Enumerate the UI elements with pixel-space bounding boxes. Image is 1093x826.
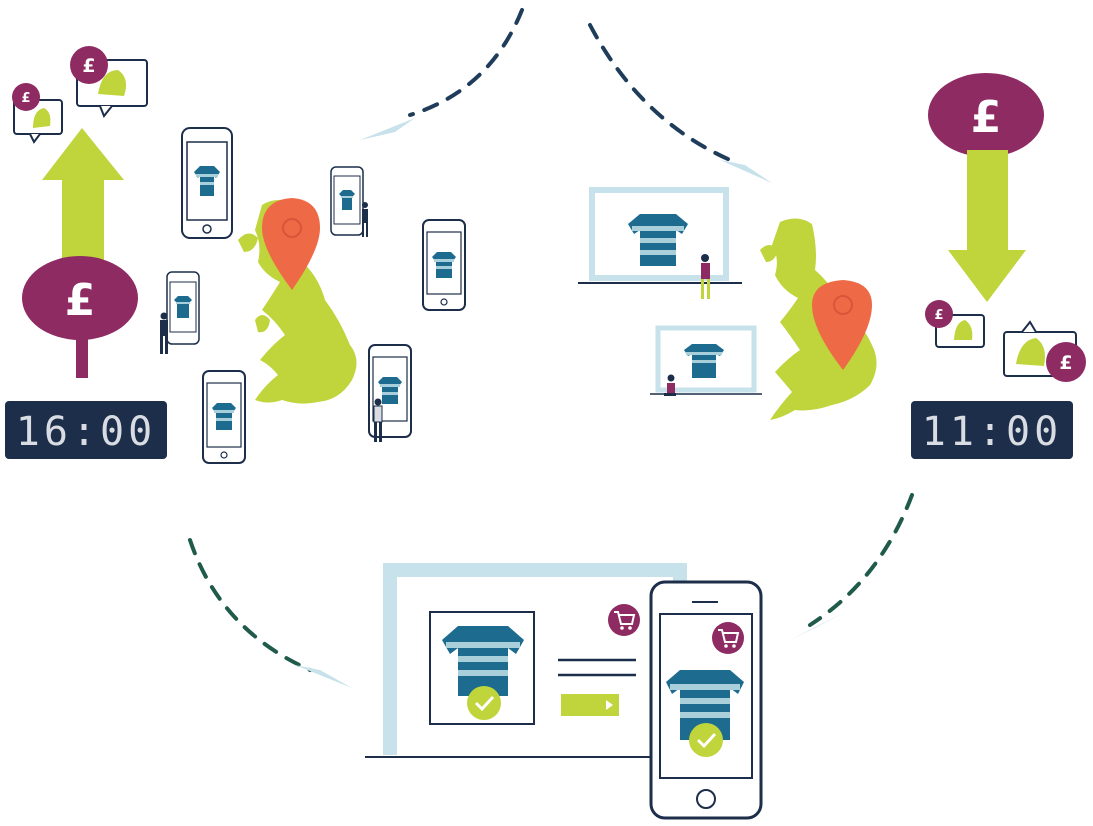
- price-down-arrow: [948, 150, 1026, 302]
- person-figure: [373, 398, 383, 442]
- phone-ad: [202, 370, 246, 464]
- person-figure: [701, 254, 710, 299]
- bell-icon: [954, 320, 973, 340]
- paper-plane-icon: [295, 665, 352, 688]
- shopping-cart-icon: [608, 604, 640, 636]
- bell-icon: [98, 70, 126, 96]
- checkout-phone: [649, 580, 763, 820]
- person-figure: [160, 312, 168, 354]
- flow-arrow-bottom-left: [188, 538, 312, 672]
- buy-button: [561, 694, 619, 716]
- shirt-icon: [339, 190, 355, 210]
- shirt-icon: [684, 344, 724, 378]
- shirt-icon: [432, 252, 456, 278]
- notification-bubble-small: £: [12, 83, 63, 144]
- phone-ad: [181, 127, 233, 239]
- shopping-cart-icon: [712, 622, 744, 654]
- person-figure: [664, 374, 676, 396]
- pound-badge-label: £: [1059, 352, 1072, 374]
- person-figure: [362, 202, 368, 237]
- left-scene: £ £ £ 16:00: [5, 46, 466, 464]
- checkmark-icon: [467, 686, 501, 720]
- flow-arrow-bottom-right: [808, 493, 914, 627]
- right-scene: £ £ £ 11:00: [578, 73, 1086, 459]
- pound-badge-label: £: [934, 308, 943, 323]
- shirt-icon: [628, 214, 688, 266]
- location-pin-icon: [812, 280, 872, 370]
- shirt-icon: [194, 166, 220, 196]
- shirt-icon: [212, 403, 236, 430]
- shirt-icon: [174, 296, 192, 318]
- laptop-ad: [578, 187, 742, 299]
- clock-time: 16:00: [16, 409, 156, 455]
- bell-icon: [33, 108, 51, 128]
- flow-arrows: [188, 8, 914, 672]
- bell-icon: [1016, 338, 1045, 366]
- digital-clock: 16:00: [5, 401, 167, 459]
- play-icon: [606, 700, 613, 710]
- flow-arrow-top-right: [588, 23, 732, 162]
- notification-bubble-large: £: [70, 46, 148, 118]
- digital-clock: 11:00: [911, 401, 1073, 459]
- pound-badge-label: £: [82, 55, 95, 77]
- pound-badge: [12, 83, 40, 111]
- paper-plane-icons: [295, 118, 845, 688]
- price-pin-symbol: £: [971, 92, 1002, 143]
- phone-ad: [330, 166, 368, 237]
- paper-plane-icon: [790, 612, 845, 640]
- notification-bubble-large: £: [1003, 320, 1086, 382]
- shirt-icon: [378, 377, 402, 404]
- clock-time: 11:00: [922, 409, 1062, 455]
- pound-badge: [1046, 342, 1086, 382]
- checkmark-icon: [689, 723, 723, 757]
- notification-bubble-small: £: [925, 300, 985, 348]
- phone-ad: [368, 344, 412, 442]
- pound-badge-label: £: [21, 91, 30, 106]
- phone-ad: [160, 271, 200, 354]
- home-button: [696, 789, 716, 809]
- price-pin: £: [22, 256, 138, 378]
- paper-plane-icon: [720, 160, 772, 183]
- pound-badge: [70, 46, 108, 84]
- shirt-icon: [666, 670, 744, 740]
- flow-arrow-top-left: [408, 8, 524, 117]
- checkout-scene: [365, 563, 763, 820]
- location-pin-icon: [262, 198, 320, 290]
- price-pin-symbol: £: [65, 275, 96, 326]
- shirt-icon: [442, 626, 524, 696]
- price-up-arrow: [42, 128, 124, 262]
- paper-plane-icon: [360, 118, 415, 140]
- pound-badge: [925, 300, 953, 328]
- phone-ad: [422, 219, 466, 311]
- laptop-ad: [650, 325, 762, 396]
